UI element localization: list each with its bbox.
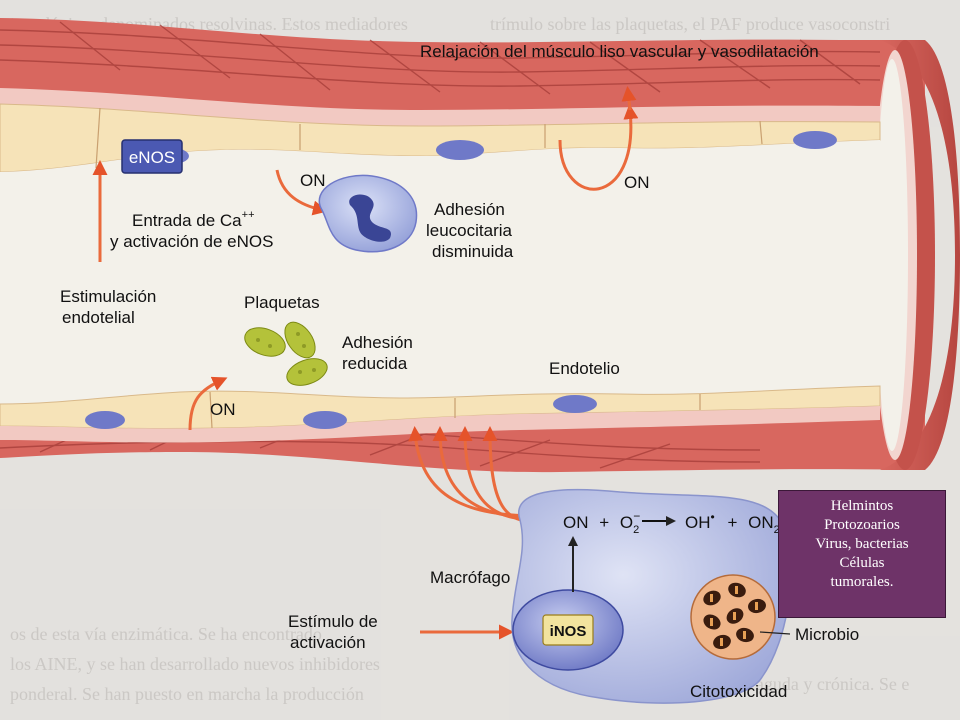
svg-text:ponderal. Se han puesto en mar: ponderal. Se han puesto en marcha la pro… (10, 684, 364, 704)
macrophage-label: Macrófago (430, 568, 510, 587)
blood-vessel (0, 18, 960, 473)
svg-text:trímulo sobre las plaquetas, e: trímulo sobre las plaquetas, el PAF prod… (490, 14, 890, 34)
enos-box: eNOS (121, 139, 183, 174)
endothelial-stim-line1: Estimulación (60, 287, 156, 306)
pathogen-item: Virus, bacterias (815, 536, 909, 552)
diagram-title: Relajación del músculo liso vascular y v… (420, 42, 819, 61)
platelets-label: Plaquetas (244, 293, 320, 312)
on-label-leukocyte: ON (300, 171, 326, 190)
endothelium-label: Endotelio (549, 359, 620, 378)
enos-label: eNOS (129, 148, 175, 167)
pathogen-list-box: Helmintos Protozoarios Virus, bacterias … (778, 490, 946, 618)
microbe-label: Microbio (795, 625, 859, 644)
leuko-adhesion-line2: leucocitaria (426, 221, 513, 240)
leuko-adhesion-line1: Adhesión (434, 200, 505, 219)
on-label-platelets: ON (210, 400, 236, 419)
activation-stimulus-line2: activación (290, 633, 366, 652)
pathogen-item: Células (839, 555, 885, 571)
calcium-entry-label: Entrada de Ca++ (132, 209, 255, 230)
pathogen-item: Protozoarios (824, 517, 900, 533)
inos-label: iNOS (550, 623, 587, 640)
svg-text:os de esta vía enzimática. Se: os de esta vía enzimática. Se ha encontr… (10, 624, 322, 644)
cytotoxicity-label: Citotoxicidad (690, 682, 787, 701)
leukocyte (318, 174, 418, 253)
inos-box (542, 614, 594, 646)
reaction-equation: ON + O2− OH• + ON2 (563, 505, 780, 536)
platelets (244, 321, 328, 386)
leuko-adhesion-line3: disminuida (432, 242, 514, 261)
on-label-vasodilation: ON (624, 173, 650, 192)
reduced-adhesion-line1: Adhesión (342, 333, 413, 352)
diagram-labels: Relajación del músculo liso vascular y v… (60, 42, 859, 701)
enos-activation-label: y activación de eNOS (110, 232, 273, 251)
reduced-adhesion-line2: reducida (342, 354, 408, 373)
activation-stimulus-line1: Estímulo de (288, 612, 378, 631)
no-arrows (92, 86, 749, 640)
macrophage (511, 488, 792, 704)
svg-text:los AINE, y se han desarrollad: los AINE, y se han desarrollado nuevos i… (10, 654, 380, 674)
endothelial-stim-line2: endotelial (62, 308, 135, 327)
pathogen-item: Helmintos (830, 498, 894, 514)
pathogen-item: tumorales. (830, 574, 894, 590)
